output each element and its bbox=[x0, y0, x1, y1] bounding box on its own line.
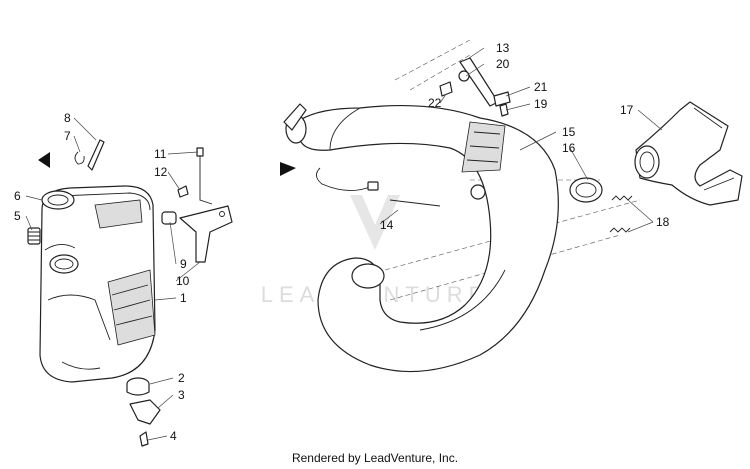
expansion-chamber bbox=[299, 104, 559, 373]
muffler-bracket bbox=[107, 269, 156, 346]
callout-7: 7 bbox=[64, 129, 71, 143]
callout-8: 8 bbox=[64, 111, 71, 125]
orientation-arrow-right bbox=[280, 162, 296, 176]
leader-lines bbox=[25, 47, 663, 441]
callout-19: 19 bbox=[534, 97, 548, 111]
callout-2: 2 bbox=[178, 371, 185, 385]
callout-21: 21 bbox=[534, 80, 548, 94]
muffler-hanger-bracket bbox=[179, 205, 233, 263]
exhaust-pipe-assembly bbox=[280, 39, 743, 373]
callout-13: 13 bbox=[496, 41, 510, 55]
sensor-wire bbox=[199, 150, 213, 205]
footer-credit: Rendered by LeadVenture, Inc. bbox=[291, 451, 459, 465]
bushing bbox=[161, 211, 177, 225]
callout-labels: 1 2 3 4 5 6 7 8 9 10 11 12 13 14 15 16 1… bbox=[14, 41, 670, 443]
support-rod bbox=[459, 57, 499, 107]
callout-16: 16 bbox=[562, 141, 576, 155]
screw bbox=[177, 185, 189, 198]
spring-small bbox=[27, 227, 41, 245]
callout-1: 1 bbox=[180, 291, 187, 305]
pipe-inlet bbox=[351, 263, 385, 289]
egt-probe-wire bbox=[316, 167, 373, 191]
mount-clip bbox=[129, 399, 161, 425]
pipe-gasket bbox=[569, 177, 603, 203]
callout-22: 22 bbox=[428, 96, 442, 110]
clip bbox=[74, 151, 85, 165]
callout-5: 5 bbox=[14, 209, 21, 223]
callout-17: 17 bbox=[620, 103, 634, 117]
callout-20: 20 bbox=[496, 57, 510, 71]
bolt-small bbox=[139, 431, 149, 447]
springs bbox=[609, 195, 633, 233]
callout-6: 6 bbox=[14, 189, 21, 203]
exhaust-manifold bbox=[635, 101, 743, 206]
callout-4: 4 bbox=[170, 429, 177, 443]
muffler-outlet bbox=[49, 254, 79, 274]
spring-retainer bbox=[87, 139, 105, 171]
callout-11: 11 bbox=[154, 147, 167, 161]
orientation-arrow-left bbox=[38, 152, 50, 168]
callout-15: 15 bbox=[562, 125, 576, 139]
gasket-ring bbox=[41, 190, 75, 210]
callout-14: 14 bbox=[380, 218, 394, 232]
callout-12: 12 bbox=[154, 165, 168, 179]
callout-3: 3 bbox=[178, 388, 185, 402]
callout-9: 9 bbox=[180, 257, 187, 271]
muffler-assembly bbox=[27, 139, 233, 447]
callout-18: 18 bbox=[656, 215, 670, 229]
callout-10: 10 bbox=[176, 274, 190, 288]
